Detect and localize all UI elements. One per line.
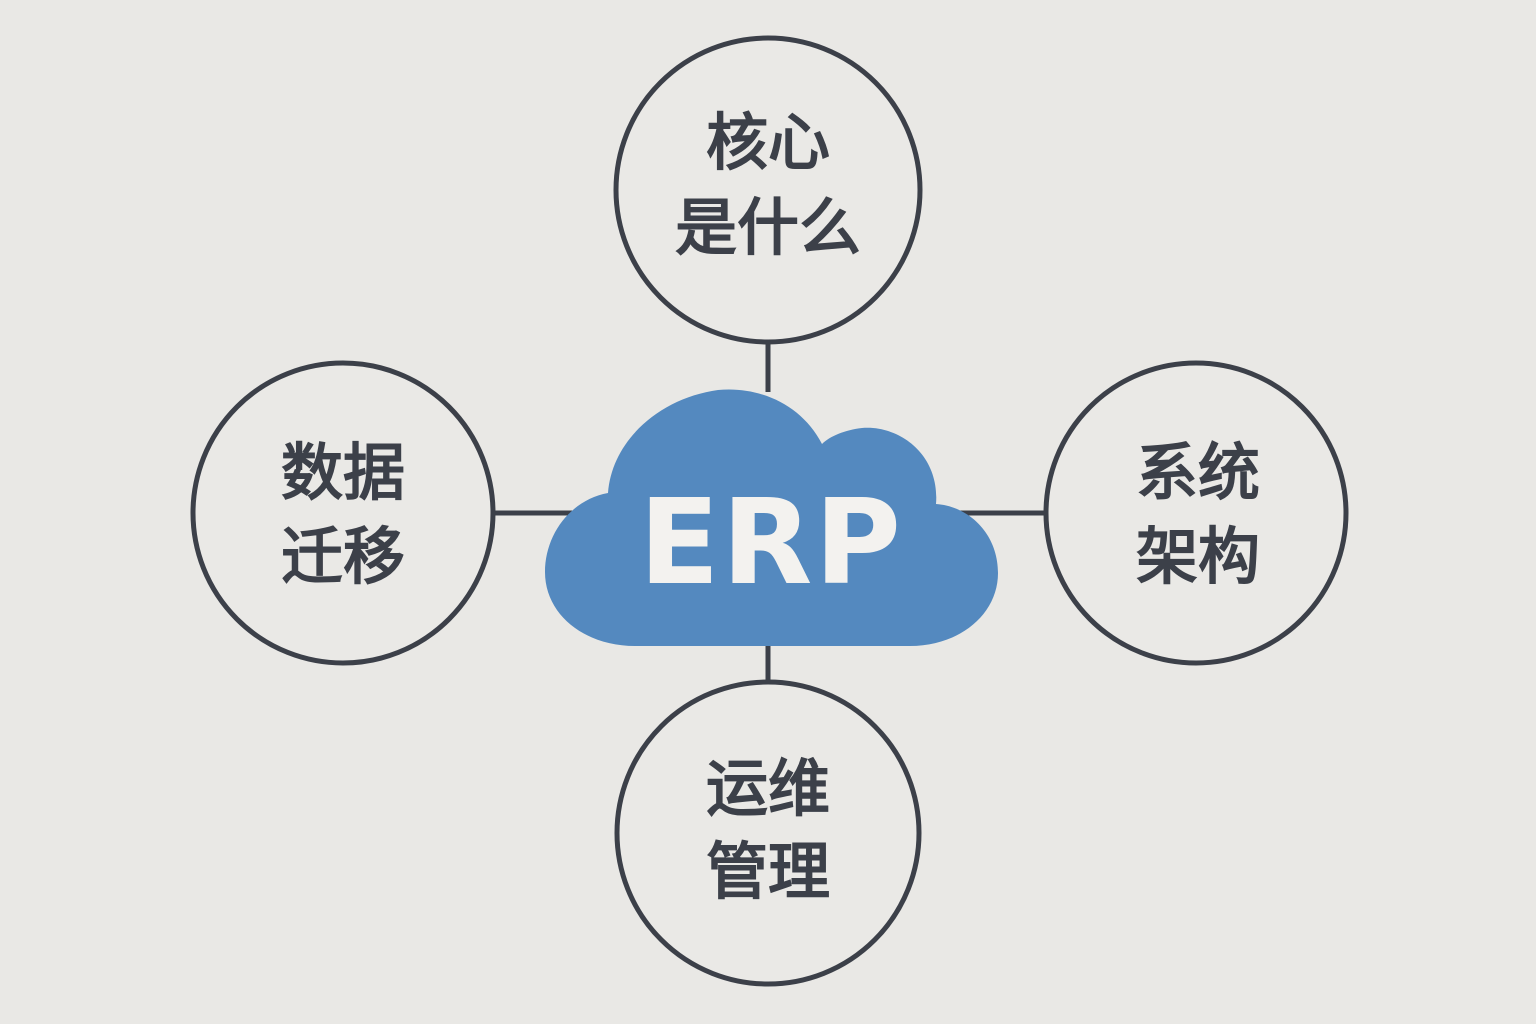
node-top-line2: 是什么 [675,191,861,264]
node-left-circle [190,360,496,666]
node-top-line1: 核心 [706,106,830,179]
node-right-circle [1043,360,1349,666]
node-bottom-line1: 运维 [706,752,830,825]
center-label: ERP [639,473,903,611]
node-left-line2: 迁移 [281,520,405,593]
node-bottom: 运维 管理 [614,679,922,987]
cloud-icon [545,389,998,646]
node-left: 数据 迁移 [190,360,496,666]
connectors [492,340,1047,683]
erp-cloud: ERP [545,389,998,646]
node-right-line2: 架构 [1136,520,1260,593]
node-left-line1: 数据 [281,436,405,509]
node-right-line1: 系统 [1136,436,1260,509]
node-right: 系统 架构 [1043,360,1349,666]
node-top: 核心 是什么 [613,35,923,345]
node-top-circle [613,35,923,345]
node-bottom-line2: 管理 [706,835,830,908]
node-bottom-circle [614,679,922,987]
